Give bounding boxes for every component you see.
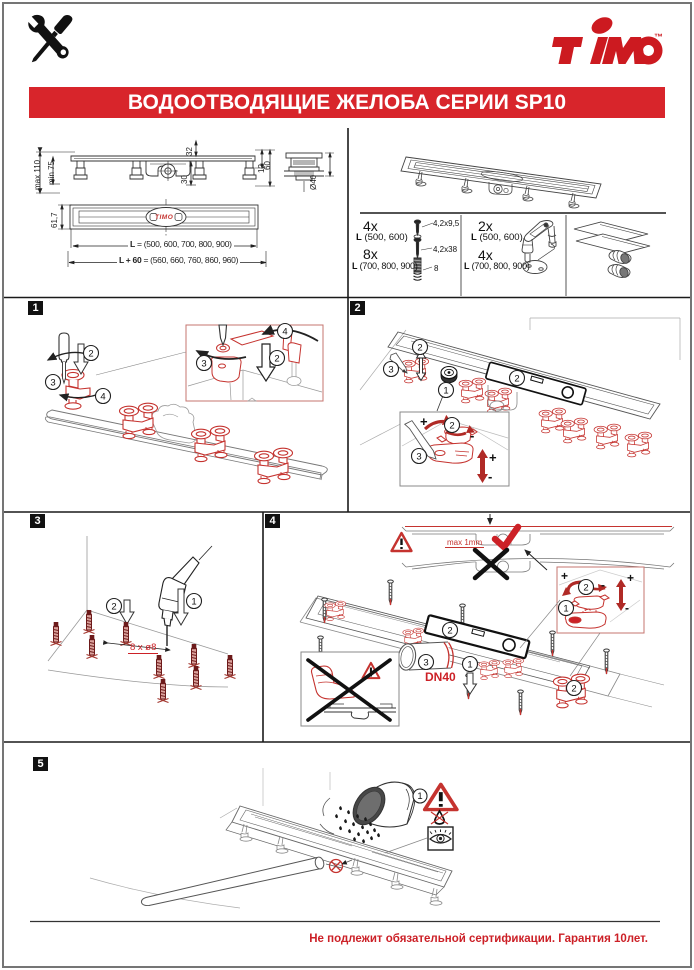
svg-text:3: 3	[416, 452, 421, 463]
svg-text:-: -	[625, 601, 629, 615]
svg-text:4: 4	[282, 327, 287, 338]
svg-text:2: 2	[583, 583, 588, 594]
svg-text:1: 1	[417, 791, 422, 802]
svg-text:3: 3	[201, 359, 206, 370]
svg-text:+: +	[627, 571, 634, 585]
svg-text:2: 2	[88, 349, 93, 360]
svg-text:3: 3	[423, 658, 428, 669]
svg-text:+: +	[489, 450, 497, 465]
svg-text:1: 1	[443, 386, 448, 397]
svg-text:-: -	[488, 469, 492, 484]
svg-text:2: 2	[447, 626, 452, 637]
svg-text:2: 2	[274, 354, 279, 365]
svg-text:3: 3	[388, 365, 393, 376]
svg-text:+: +	[561, 569, 568, 583]
svg-text:2: 2	[571, 684, 576, 695]
svg-text:-: -	[601, 578, 605, 592]
svg-text:4: 4	[100, 392, 105, 403]
svg-text:-: -	[470, 428, 474, 443]
svg-text:™: ™	[654, 32, 663, 42]
svg-text:1: 1	[563, 604, 568, 615]
svg-text:3: 3	[50, 378, 55, 389]
svg-text:2: 2	[111, 602, 116, 613]
svg-text:1: 1	[191, 597, 196, 608]
svg-text:2: 2	[514, 374, 519, 385]
svg-text:2: 2	[417, 343, 422, 354]
svg-text:2: 2	[449, 421, 454, 432]
svg-text:+: +	[420, 414, 428, 429]
svg-text:1: 1	[467, 660, 472, 671]
